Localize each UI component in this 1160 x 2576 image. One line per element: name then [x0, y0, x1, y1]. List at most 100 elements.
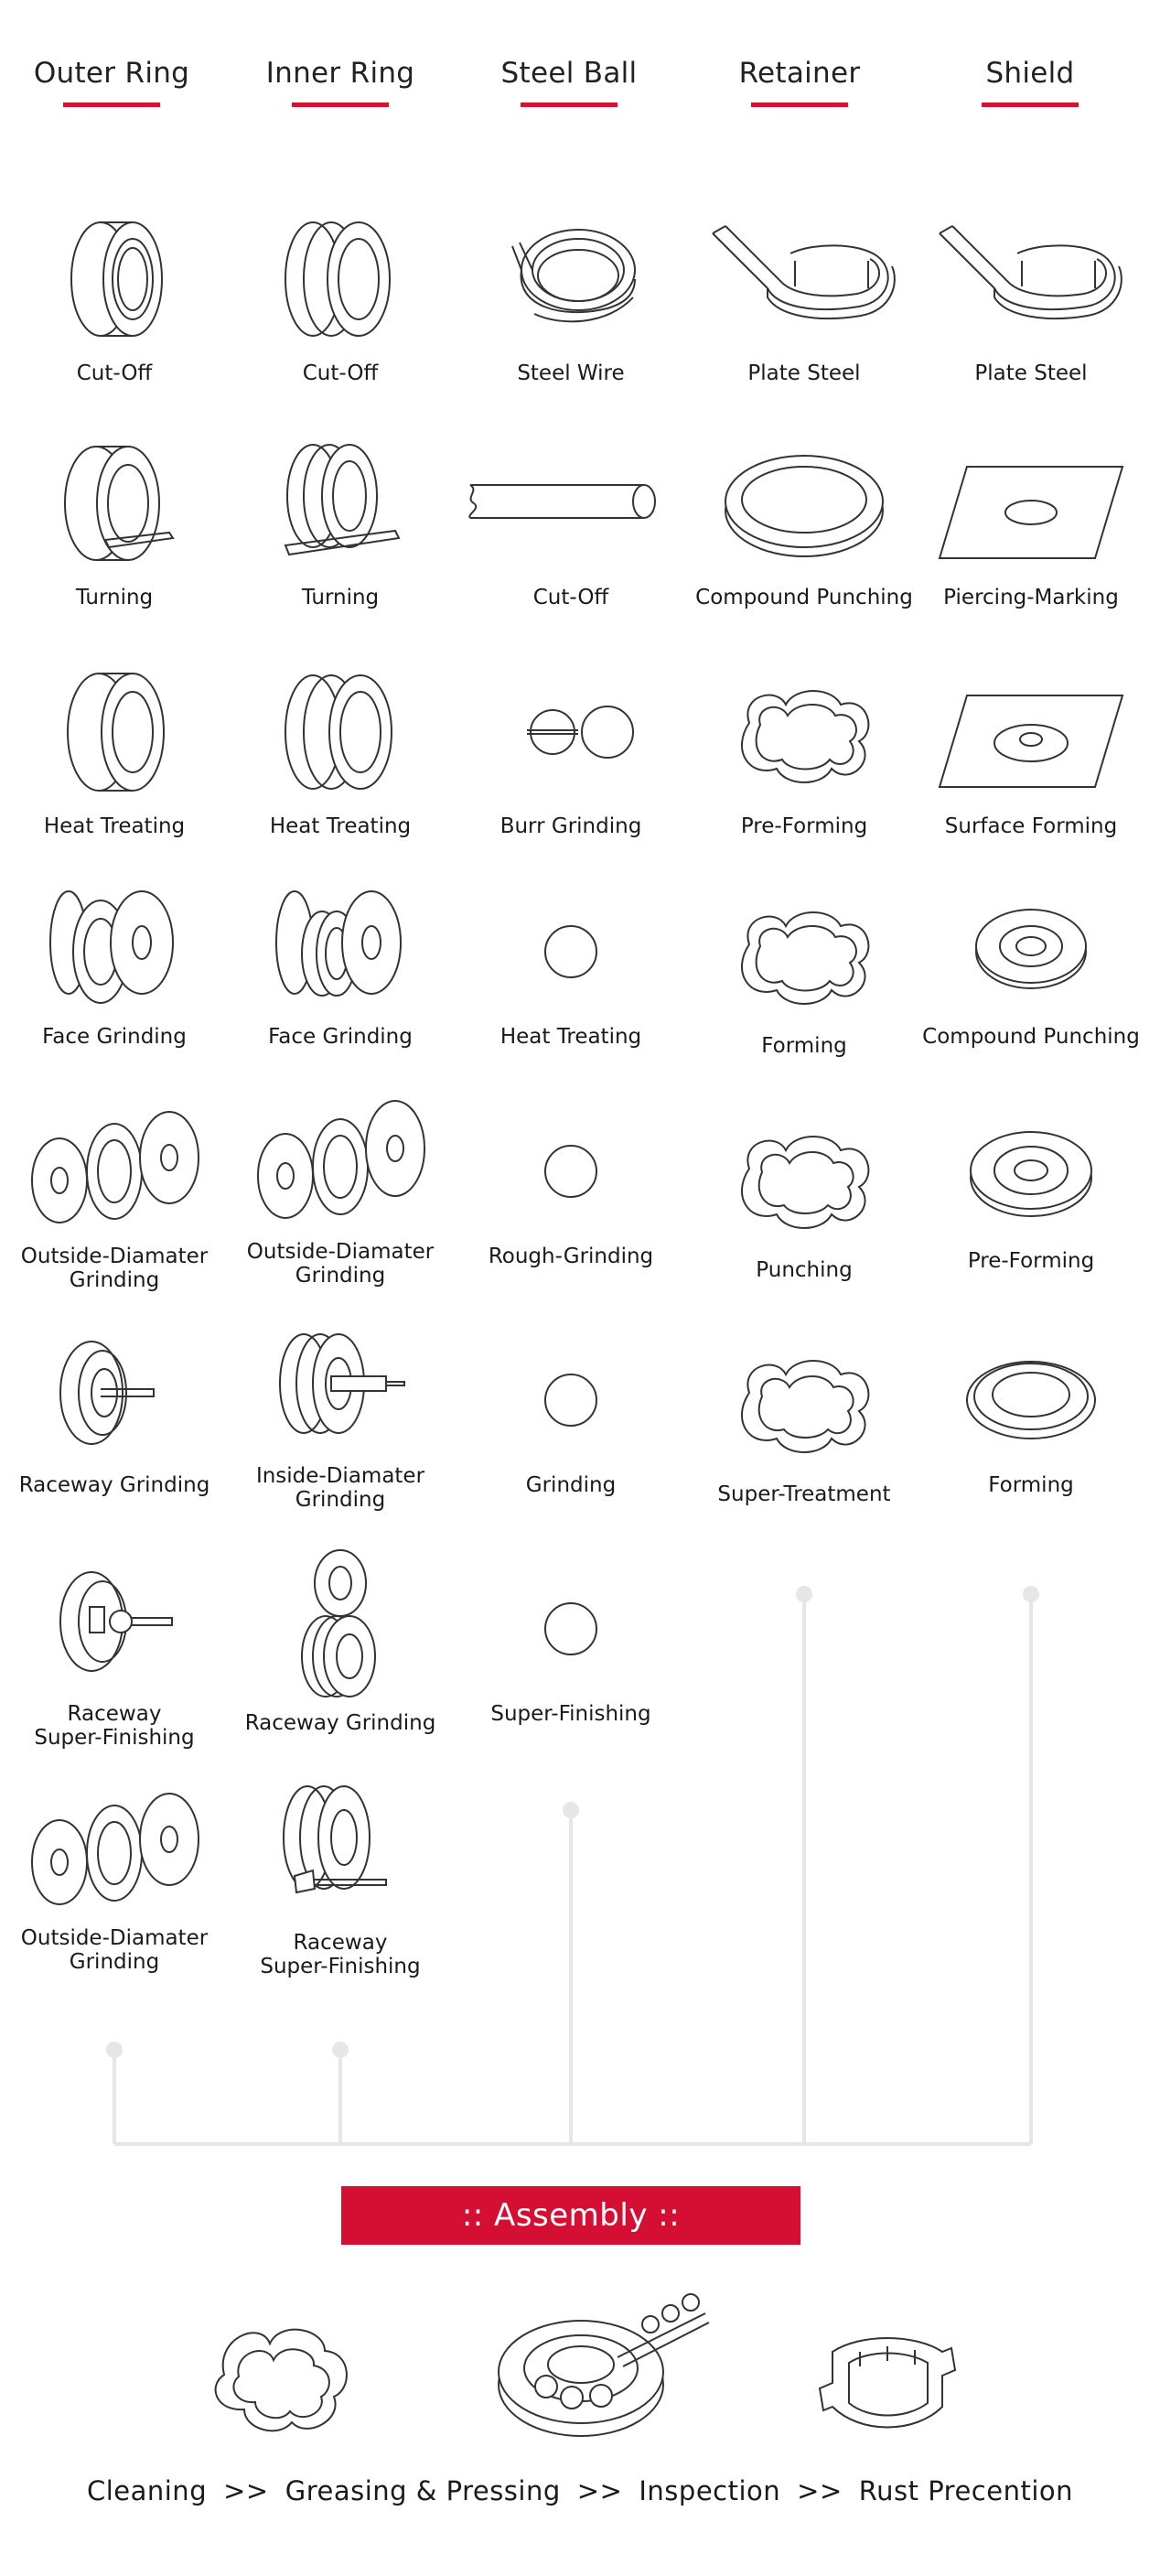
step-retainer-forming: Forming [694, 878, 914, 1058]
step-shield-surface-forming: Surface Forming [921, 659, 1141, 838]
step-label: Compound Punching [922, 1025, 1140, 1049]
step-separator: >> [576, 2475, 623, 2506]
assembly-step-greasing: Greasing & Pressing [285, 2475, 561, 2506]
step-label: Outside-Diamater Grinding [20, 1245, 209, 1292]
retainer-cleaning-icon [214, 2328, 348, 2432]
step-label: Turning [301, 586, 380, 609]
step-inner-od-grinding: Outside-Diamater Grinding [231, 1094, 450, 1288]
step-label: Surface Forming [944, 814, 1118, 838]
step-inner-cutoff: Cut-Off [231, 206, 450, 385]
header-underline [63, 102, 160, 107]
assembly-banner: :: Assembly :: [341, 2186, 800, 2245]
header-label: Retainer [738, 57, 861, 90]
step-ball-steel-wire: Steel Wire [461, 206, 681, 385]
retainer-inspection-icon [818, 2337, 957, 2429]
grinding-wheels-icon [275, 890, 402, 997]
header-underline [292, 102, 389, 107]
plate-icon [938, 695, 1124, 788]
step-label: Heat Treating [43, 814, 186, 838]
step-separator: >> [223, 2475, 269, 2506]
step-ball-burr-grinding: Burr Grinding [461, 659, 681, 838]
header-underline [521, 102, 618, 107]
step-label: Forming [988, 1473, 1074, 1497]
step-label: Outside-Diamater Grinding [20, 1926, 209, 1974]
ball-icon [544, 1602, 597, 1655]
step-label: Turning [75, 586, 154, 609]
grinding-wheels-icon [49, 890, 174, 1004]
ring-stack-icon [285, 674, 392, 790]
step-label: Rough-Grinding [488, 1245, 654, 1268]
bearing-greasing-icon [498, 2293, 710, 2437]
plate-icon [938, 466, 1124, 559]
assembly-step-inspection: Inspection [639, 2475, 781, 2506]
grinding-wheels-icon [257, 1100, 425, 1219]
step-label: Raceway Super-Finishing [34, 1702, 195, 1750]
ring-stack-icon [285, 221, 391, 337]
step-label: Plate Steel [974, 361, 1088, 385]
step-inner-turning: Turning [231, 430, 450, 609]
header-label: Shield [985, 57, 1075, 90]
step-separator: >> [797, 2475, 843, 2506]
step-label: Burr Grinding [499, 814, 642, 838]
step-label: Cut-Off [532, 586, 609, 609]
step-outer-heat-treating: Heat Treating [5, 659, 224, 838]
retainer-icon [740, 1136, 870, 1229]
step-retainer-plate-steel: Plate Steel [694, 206, 914, 385]
header-underline [751, 102, 848, 107]
header-retainer: Retainer [699, 57, 900, 107]
assembly-steps: Cleaning>>Greasing & Pressing>>Inspectio… [0, 2475, 1160, 2506]
ring-turning-icon [64, 446, 175, 561]
step-inner-heat-treating: Heat Treating [231, 659, 450, 838]
retainer-icon [740, 911, 870, 1005]
step-shield-forming: Forming [921, 1327, 1141, 1497]
header-underline [982, 102, 1079, 107]
steel-strip-icon [712, 225, 896, 320]
step-outer-od-grinding-final: Outside-Diamater Grinding [5, 1780, 224, 1974]
flow-connectors [106, 1586, 1039, 2146]
step-label: Punching [756, 1258, 853, 1282]
step-label: Outside-Diamater Grinding [246, 1240, 435, 1288]
ball-icon [544, 1145, 597, 1198]
step-label: Face Grinding [268, 1025, 413, 1049]
step-label: Grinding [525, 1473, 617, 1497]
step-shield-plate-steel: Plate Steel [921, 206, 1141, 385]
wire-coil-icon [511, 229, 636, 323]
step-label: Pre-Forming [967, 1249, 1095, 1273]
ball-icon [544, 925, 597, 978]
step-retainer-super-treatment: Super-Treatment [694, 1327, 914, 1506]
step-shield-pre-forming: Pre-Forming [921, 1103, 1141, 1273]
step-label: Raceway Grinding [18, 1473, 210, 1497]
step-shield-piercing-marking: Piercing-Marking [921, 430, 1141, 609]
header-inner-ring: Inner Ring [240, 57, 441, 107]
step-ball-rough-grinding: Rough-Grinding [461, 1098, 681, 1268]
step-outer-turning: Turning [5, 430, 224, 609]
shield-disc-icon [966, 1361, 1096, 1439]
step-label: Pre-Forming [740, 814, 868, 838]
step-label: Plate Steel [747, 361, 861, 385]
step-ball-cutoff: Cut-Off [461, 430, 681, 609]
step-label: Raceway Super-Finishing [260, 1931, 421, 1978]
step-ball-super-finishing: Super-Finishing [461, 1556, 681, 1726]
shield-disc-icon [970, 1131, 1092, 1217]
grinding-wheels-icon [31, 1111, 199, 1223]
raceway-tool-icon [279, 1333, 405, 1434]
step-outer-od-grinding: Outside-Diamater Grinding [5, 1098, 224, 1292]
rod-icon [468, 484, 656, 519]
step-ball-grinding: Grinding [461, 1327, 681, 1497]
step-label: Steel Wire [517, 361, 625, 385]
header-label: Inner Ring [265, 57, 415, 90]
step-label: Heat Treating [499, 1025, 642, 1049]
header-outer-ring: Outer Ring [11, 57, 212, 107]
step-inner-raceway-superfinishing: Raceway Super-Finishing [231, 1775, 450, 1978]
shield-disc-icon [975, 909, 1087, 989]
step-label: Super-Treatment [717, 1482, 891, 1506]
steel-strip-icon [939, 225, 1122, 320]
raceway-tool-icon [59, 1571, 173, 1672]
ring-icon [67, 673, 165, 792]
header-label: Steel Ball [500, 57, 638, 90]
ball-icon [544, 1374, 597, 1427]
step-inner-raceway-grinding: Raceway Grinding [231, 1547, 450, 1735]
step-outer-raceway-grinding: Raceway Grinding [5, 1327, 224, 1497]
step-outer-cutoff: Cut-Off [5, 206, 224, 385]
ring-turning-icon [284, 444, 401, 556]
